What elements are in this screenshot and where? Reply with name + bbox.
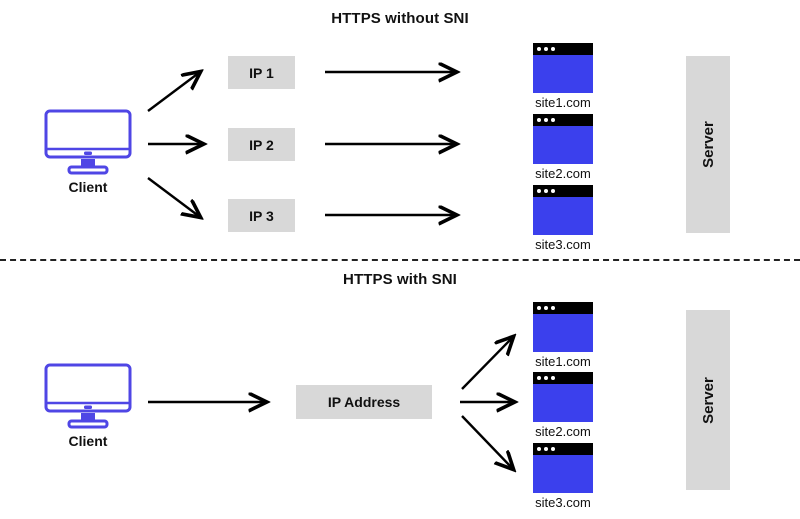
titlebar-dot-1	[537, 189, 541, 193]
titlebar-dot-2	[544, 376, 548, 380]
titlebar-dot-3	[551, 189, 555, 193]
titlebar-dot-1	[537, 47, 541, 51]
titlebar-dot-2	[544, 447, 548, 451]
arrow-ip-address-to-site1	[461, 337, 513, 390]
client-label-top: Client	[68, 179, 108, 195]
server-label-top: Server	[699, 121, 717, 168]
site-label-bottom-2: site2.com	[535, 424, 591, 439]
titlebar-dot-2	[544, 189, 548, 193]
client-top: Client	[28, 108, 148, 195]
titlebar-dot-2	[544, 306, 548, 310]
server-box-bottom: Server	[686, 310, 730, 490]
site-label-top-3: site3.com	[535, 237, 591, 252]
browser-titlebar	[533, 302, 593, 314]
titlebar-dot-3	[551, 306, 555, 310]
client-bottom: Client	[28, 362, 148, 449]
site-item-bottom-3: site3.com	[518, 443, 608, 510]
browser-titlebar	[533, 185, 593, 197]
site-label-top-1: site1.com	[535, 95, 591, 110]
site-item-bottom-1: site1.com	[518, 302, 608, 369]
browser-window-icon	[533, 114, 593, 164]
titlebar-dot-3	[551, 447, 555, 451]
browser-window-icon	[533, 185, 593, 235]
titlebar-dot-1	[537, 118, 541, 122]
browser-window-icon	[533, 302, 593, 352]
titlebar-dot-2	[544, 47, 548, 51]
ip-box-2: IP 2	[228, 128, 295, 161]
titlebar-dot-1	[537, 376, 541, 380]
section-title-https-without-sni: HTTPS without SNI	[331, 10, 469, 27]
titlebar-dot-1	[537, 306, 541, 310]
site-item-top-3: site3.com	[518, 185, 608, 252]
arrow-client-to-ip1	[147, 72, 200, 112]
browser-window-icon	[533, 443, 593, 493]
browser-window-icon	[533, 372, 593, 422]
section-title-https-with-sni: HTTPS with SNI	[343, 271, 457, 288]
section-divider	[0, 259, 800, 261]
browser-titlebar	[533, 43, 593, 55]
arrow-client-to-ip3	[147, 177, 200, 217]
titlebar-dot-3	[551, 47, 555, 51]
titlebar-dot-2	[544, 118, 548, 122]
site-item-top-2: site2.com	[518, 114, 608, 181]
site-label-bottom-1: site1.com	[535, 354, 591, 369]
ip-address-box: IP Address	[296, 385, 432, 419]
browser-titlebar	[533, 443, 593, 455]
titlebar-dot-1	[537, 447, 541, 451]
browser-titlebar	[533, 114, 593, 126]
site-label-top-2: site2.com	[535, 166, 591, 181]
site-label-bottom-3: site3.com	[535, 495, 591, 510]
arrow-ip-address-to-site3	[461, 415, 513, 469]
server-label-bottom: Server	[699, 376, 717, 424]
site-item-bottom-2: site2.com	[518, 372, 608, 439]
site-item-top-1: site1.com	[518, 43, 608, 110]
server-box-top: Server	[686, 56, 730, 233]
titlebar-dot-3	[551, 118, 555, 122]
browser-titlebar	[533, 372, 593, 384]
browser-window-icon	[533, 43, 593, 93]
titlebar-dot-3	[551, 376, 555, 380]
client-label-bottom: Client	[68, 433, 108, 449]
ip-box-3: IP 3	[228, 199, 295, 232]
monitor-icon	[44, 109, 132, 175]
monitor-icon	[44, 363, 132, 429]
ip-box-1: IP 1	[228, 56, 295, 89]
